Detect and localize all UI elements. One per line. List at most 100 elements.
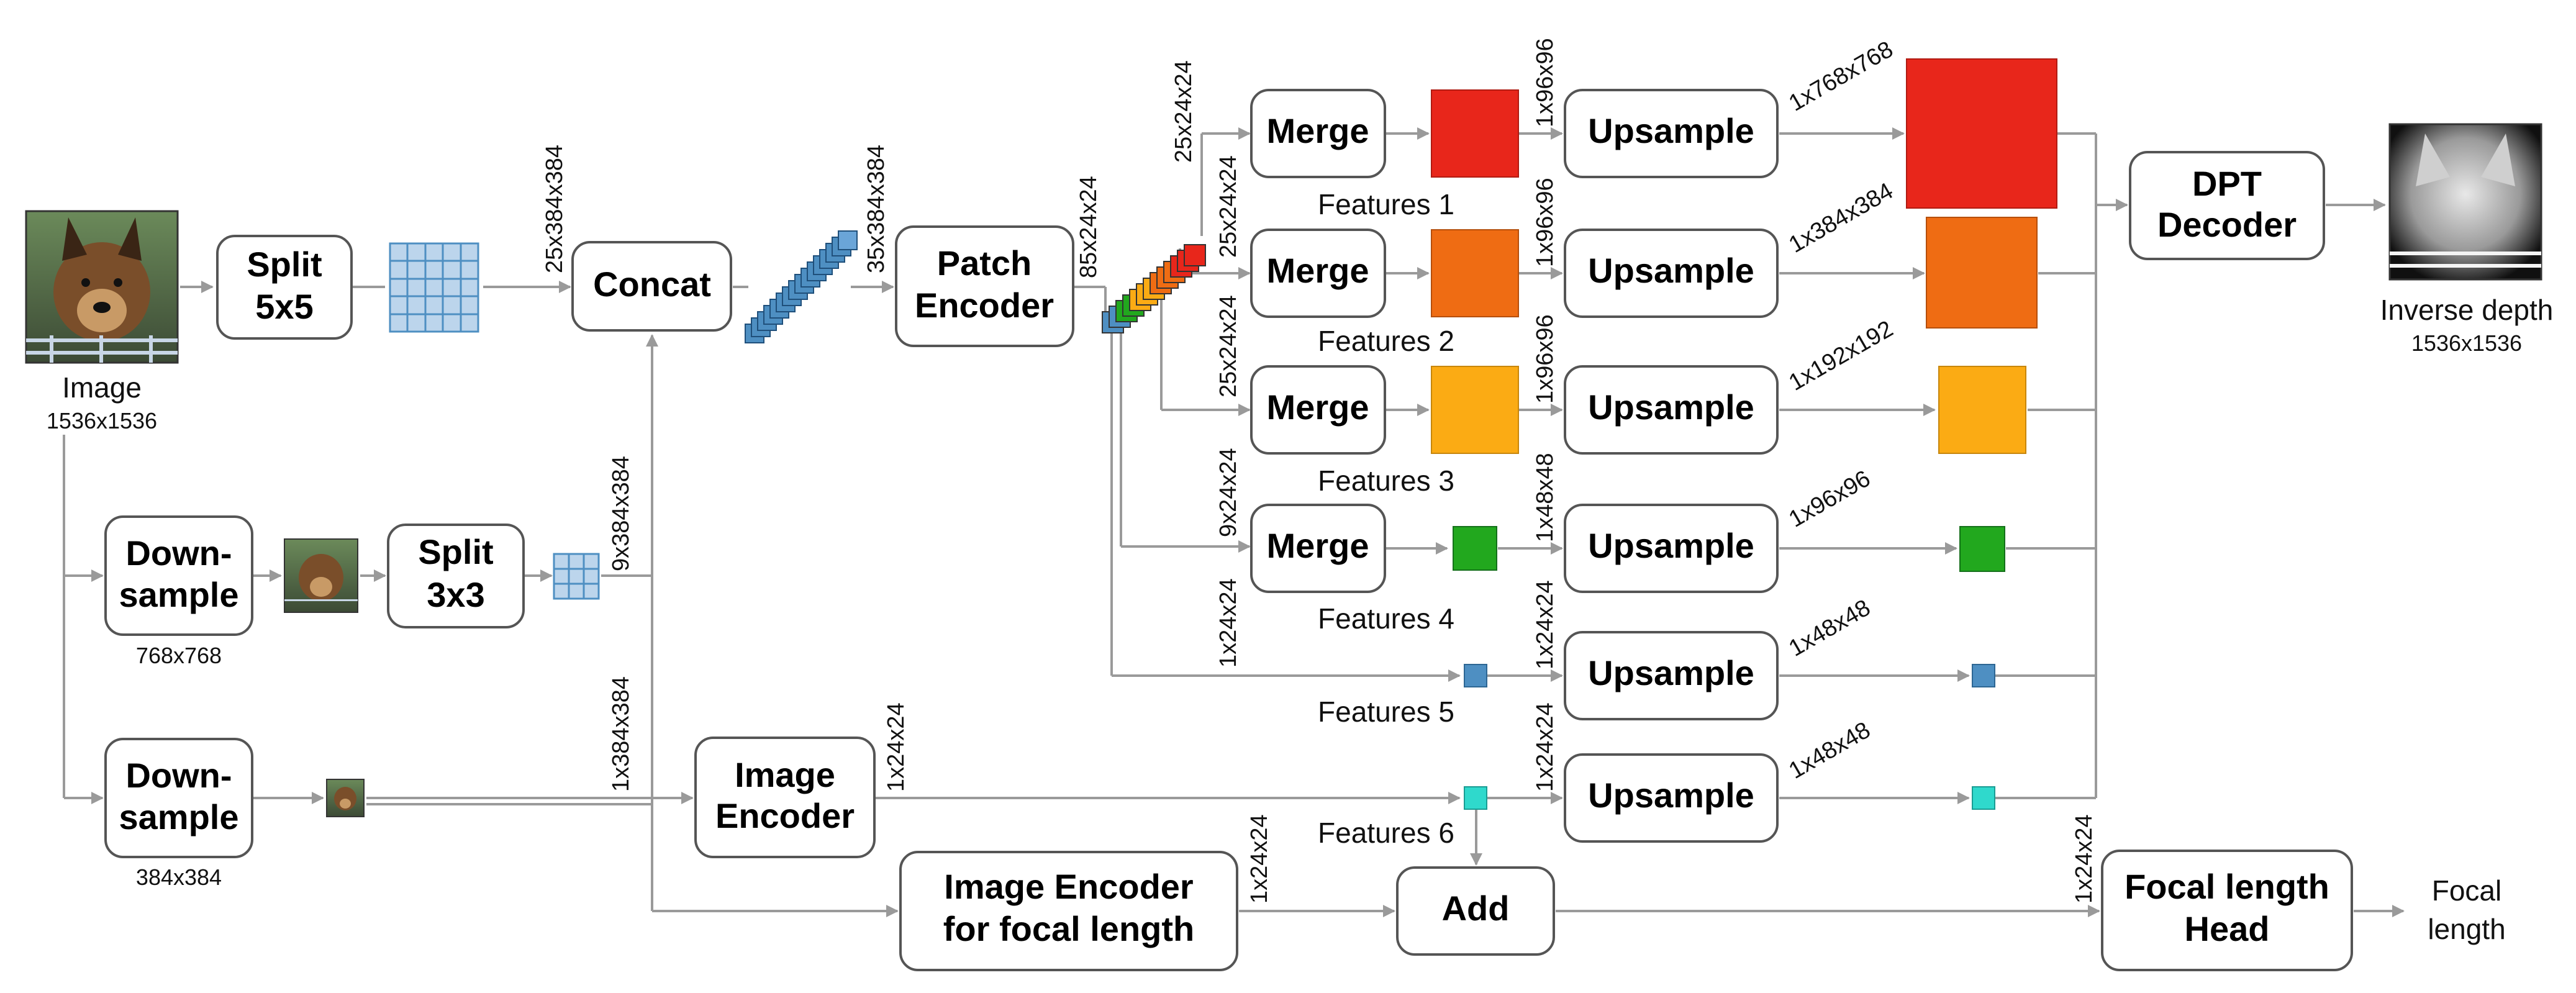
output-1-square [1906, 58, 2057, 209]
merge-3-label: Merge [1267, 388, 1369, 427]
output-5-square [1972, 664, 1995, 687]
focal-head-block[interactable]: Focal length Head [2101, 850, 2353, 971]
depth-map-icon [2388, 123, 2542, 281]
dim-up-out-2: 1x384x384 [1785, 178, 1898, 258]
downsample-384-line2: sample [119, 797, 239, 837]
upsample-block-6[interactable]: Upsample [1564, 753, 1779, 843]
output-size: 1536x1536 [2411, 330, 2522, 356]
focal-encoder-line1: Image Encoder [944, 867, 1193, 906]
input-image [25, 210, 179, 364]
patch-cube [838, 230, 858, 250]
features-4-label: Features 4 [1318, 602, 1454, 635]
feature-4-square [1453, 526, 1497, 571]
merge-2-label: Merge [1267, 251, 1369, 290]
dim-up-in-5: 1x24x24 [1532, 580, 1558, 669]
split-5x5-line1: Split [247, 245, 322, 284]
split-5x5-block[interactable]: Split 5x5 [216, 235, 353, 340]
feature-6-square [1464, 786, 1487, 810]
patch-encoder-block[interactable]: Patch Encoder [895, 225, 1074, 347]
upsample-4-label: Upsample [1588, 526, 1754, 565]
feature-1-square [1431, 89, 1519, 178]
dim-add-out: 1x24x24 [2071, 814, 2097, 904]
dim-split3-out: 9x384x384 [608, 456, 634, 571]
feature-2-square [1431, 229, 1519, 317]
add-label: Add [1442, 889, 1510, 928]
upsample-2-label: Upsample [1588, 251, 1754, 290]
upsample-1-label: Upsample [1588, 111, 1754, 150]
patch-grid-icon [389, 242, 479, 333]
dim-focal-enc-out: 1x24x24 [1246, 814, 1272, 904]
dpt-decoder-line2: Decoder [2157, 205, 2297, 244]
dim-feat5-in: 1x24x24 [1215, 578, 1241, 668]
dim-split5-out: 25x384x384 [542, 145, 568, 273]
merge-block-2[interactable]: Merge [1250, 229, 1386, 318]
merge-block-3[interactable]: Merge [1250, 365, 1386, 455]
dim-up-in-1: 1x96x96 [1532, 38, 1558, 127]
output-3-square [1938, 366, 2026, 454]
dim-up-in-4: 1x48x48 [1532, 453, 1558, 542]
patch-encoder-line2: Encoder [915, 286, 1054, 325]
downsample-768-line2: sample [119, 575, 239, 614]
dpt-decoder-block[interactable]: DPT Decoder [2129, 151, 2325, 260]
split-3x3-block[interactable]: Split 3x3 [387, 524, 525, 628]
output-4-square [1959, 526, 2005, 572]
concat-label: Concat [593, 265, 711, 304]
dim-up-out-3: 1x192x192 [1785, 315, 1898, 396]
feature-cube [1184, 244, 1206, 266]
downsample-384-size: 384x384 [136, 864, 222, 890]
dim-up-out-1: 1x768x768 [1785, 36, 1898, 116]
input-image-size: 1536x1536 [47, 408, 157, 433]
patch-stack-icon [745, 230, 858, 343]
dim-concat-out: 35x384x384 [863, 145, 889, 273]
upsample-block-4[interactable]: Upsample [1564, 504, 1779, 593]
dim-up-in-2: 1x96x96 [1532, 178, 1558, 267]
downsample-768-thumbnail [284, 538, 358, 613]
dim-up-out-6: 1x48x48 [1785, 717, 1875, 784]
feature-5-square [1464, 664, 1487, 687]
focal-encoder-block[interactable]: Image Encoder for focal length [899, 851, 1238, 971]
features-5-label: Features 5 [1318, 696, 1454, 728]
merge-4-label: Merge [1267, 526, 1369, 565]
focal-encoder-line2: for focal length [943, 909, 1194, 948]
dim-up-in-6: 1x24x24 [1532, 702, 1558, 792]
upsample-5-label: Upsample [1588, 653, 1754, 692]
features-1-label: Features 1 [1318, 188, 1454, 220]
dim-down2-out: 1x384x384 [608, 676, 634, 792]
upsample-block-5[interactable]: Upsample [1564, 631, 1779, 720]
features-6-label: Features 6 [1318, 817, 1454, 849]
dim-merge1-in: 25x24x24 [1171, 60, 1197, 163]
dim-image-enc-out: 1x24x24 [883, 702, 909, 792]
output-label: Inverse depth [2380, 294, 2554, 326]
merge-1-label: Merge [1267, 111, 1369, 150]
concat-block[interactable]: Concat [571, 241, 732, 332]
upsample-block-2[interactable]: Upsample [1564, 229, 1779, 318]
patch-grid-3x3-icon [553, 553, 600, 600]
merge-block-4[interactable]: Merge [1250, 504, 1386, 593]
patch-encoder-line1: Patch [937, 243, 1032, 283]
dim-merge2-in: 25x24x24 [1215, 155, 1241, 258]
split-3x3-line1: Split [418, 532, 493, 571]
features-2-label: Features 2 [1318, 325, 1454, 357]
upsample-6-label: Upsample [1588, 776, 1754, 815]
focal-head-line2: Head [2185, 909, 2270, 948]
dim-up-in-3: 1x96x96 [1532, 314, 1558, 404]
add-block[interactable]: Add [1396, 866, 1555, 956]
image-encoder-line2: Encoder [715, 796, 855, 835]
focal-output-line1: Focal [2432, 874, 2501, 907]
image-encoder-line1: Image [735, 755, 835, 794]
upsample-block-3[interactable]: Upsample [1564, 365, 1779, 455]
focal-output-line2: length [2428, 913, 2505, 945]
feature-stack-icon [1102, 244, 1206, 333]
image-encoder-block[interactable]: Image Encoder [694, 737, 876, 858]
downsample-768-line1: Down- [125, 533, 232, 573]
output-2-square [1926, 217, 2038, 329]
upsample-block-1[interactable]: Upsample [1564, 89, 1779, 178]
downsample-768-block[interactable]: Down- sample [104, 515, 253, 636]
upsample-3-label: Upsample [1588, 388, 1754, 427]
dim-up-out-4: 1x96x96 [1785, 466, 1875, 533]
output-6-square [1972, 786, 1995, 810]
downsample-384-block[interactable]: Down- sample [104, 738, 253, 858]
dog-photo-icon [26, 217, 178, 363]
merge-block-1[interactable]: Merge [1250, 89, 1386, 178]
dim-patch-out: 85x24x24 [1076, 176, 1102, 278]
